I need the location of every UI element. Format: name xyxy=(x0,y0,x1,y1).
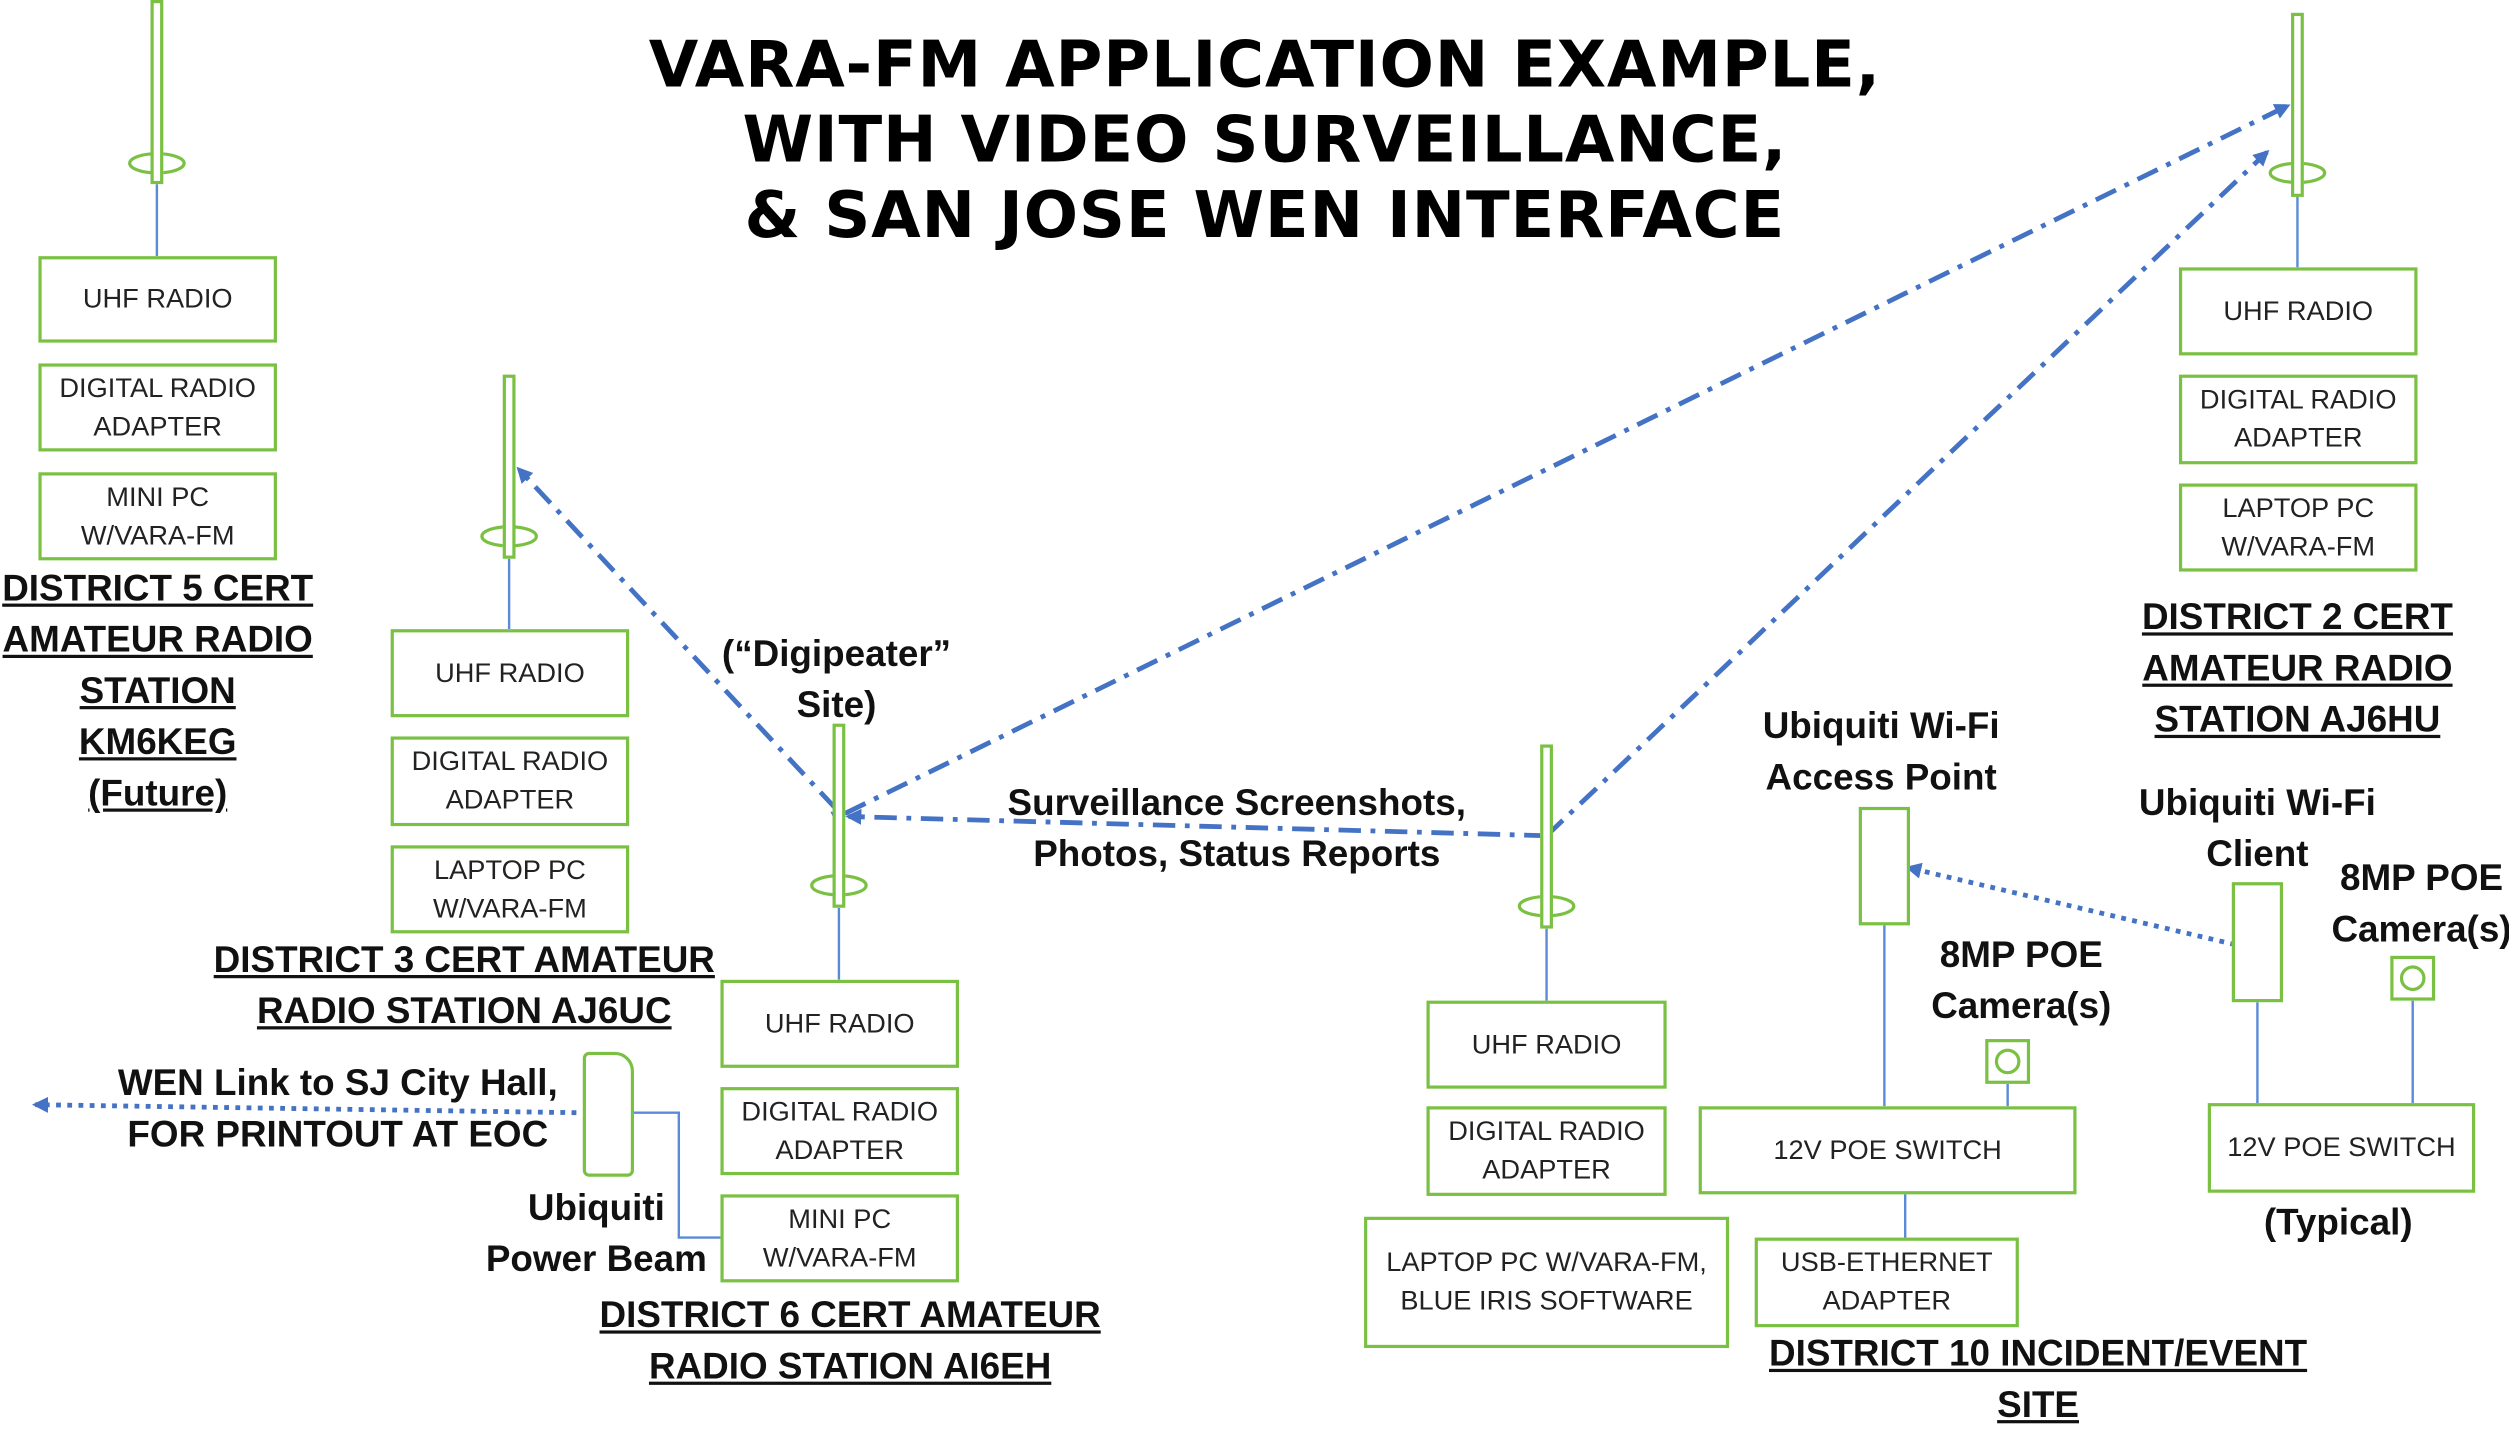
link-d6-to-d2 xyxy=(830,103,2291,827)
poe-switch-box: 12V POE SWITCH xyxy=(2207,1103,2476,1193)
uhf-radio-box: UHF RADIO xyxy=(38,256,277,343)
camera-icon xyxy=(2390,955,2436,1001)
digital-radio-adapter-box: DIGITAL RADIO ADAPTER xyxy=(1426,1106,1667,1196)
digital-radio-adapter-box: DIGITAL RADIO ADAPTER xyxy=(720,1087,959,1176)
antenna-d10 xyxy=(1540,744,1553,929)
power-beam-label: Ubiquiti Power Beam xyxy=(485,1186,707,1280)
digital-radio-adapter-box: DIGITAL RADIO ADAPTER xyxy=(2178,374,2418,465)
laptop-pc-box: LAPTOP PC W/VARA-FM xyxy=(2178,483,2418,572)
link-wen-to-city-hall xyxy=(32,1096,577,1116)
district-3-label: DISTRICT 3 CERT AMATEUR RADIO STATION AJ… xyxy=(213,938,715,1032)
link-d10-to-d2 xyxy=(1544,149,2270,838)
wire-powerbeam-to-minipc xyxy=(633,1111,721,1239)
antenna-d2 xyxy=(2291,12,2304,197)
wen-link-label: WEN Link to SJ City Hall, FOR PRINTOUT A… xyxy=(117,1061,558,1155)
digital-radio-adapter-box: DIGITAL RADIO ADAPTER xyxy=(390,736,630,827)
wifi-client-label: Ubiquiti Wi-Fi Client xyxy=(2138,781,2376,875)
antenna-d6 xyxy=(832,723,846,908)
district-10-label: DISTRICT 10 INCIDENT/EVENT SITE xyxy=(1769,1332,2308,1425)
district-6-label: DISTRICT 6 CERT AMATEUR RADIO STATION AI… xyxy=(599,1293,1101,1387)
link-d6-to-d3 xyxy=(516,466,838,811)
wifi-client xyxy=(2231,882,2284,1003)
district-2-label: DISTRICT 2 CERT AMATEUR RADIO STATION AJ… xyxy=(2141,595,2453,740)
antenna-d3 xyxy=(502,374,516,559)
antenna-d5 xyxy=(150,0,164,185)
access-point-label: Ubiquiti Wi-Fi Access Point xyxy=(1762,704,2000,798)
connection-layer xyxy=(32,103,2414,1239)
usb-ethernet-adapter-box: USB-ETHERNET ADAPTER xyxy=(1754,1237,2019,1328)
poe-switch-box: 12V POE SWITCH xyxy=(1698,1106,2077,1195)
mini-pc-box: MINI PC W/VARA-FM xyxy=(720,1194,959,1283)
typical-label: (Typical) xyxy=(2263,1200,2413,1243)
surveillance-link-label: Surveillance Screenshots, Photos, Status… xyxy=(1007,781,1466,875)
diagram-title: VARA-FM APPLICATION EXAMPLE, WITH VIDEO … xyxy=(648,28,1881,253)
wifi-access-point xyxy=(1858,806,1910,926)
district-5-label: DISTRICT 5 CERT AMATEUR RADIO STATION KM… xyxy=(2,566,314,814)
laptop-pc-box: LAPTOP PC W/VARA-FM xyxy=(390,845,630,934)
laptop-pc-box: LAPTOP PC W/VARA-FM, BLUE IRIS SOFTWARE xyxy=(1364,1216,1730,1349)
uhf-radio-box: UHF RADIO xyxy=(390,629,630,718)
uhf-radio-box: UHF RADIO xyxy=(1426,1000,1667,1089)
uhf-radio-box: UHF RADIO xyxy=(2178,267,2418,356)
camera-label: 8MP POE Camera(s) xyxy=(1931,933,2112,1027)
mini-pc-box: MINI PC W/VARA-FM xyxy=(38,472,277,561)
digital-radio-adapter-box: DIGITAL RADIO ADAPTER xyxy=(38,363,277,452)
ubiquiti-power-beam xyxy=(582,1051,634,1177)
camera-icon xyxy=(1985,1039,2031,1084)
remote-camera-label: 8MP POE Camera(s) xyxy=(2331,856,2509,950)
digipeater-site-label: (“Digipeater” Site) xyxy=(721,632,952,726)
uhf-radio-box: UHF RADIO xyxy=(720,979,959,1068)
